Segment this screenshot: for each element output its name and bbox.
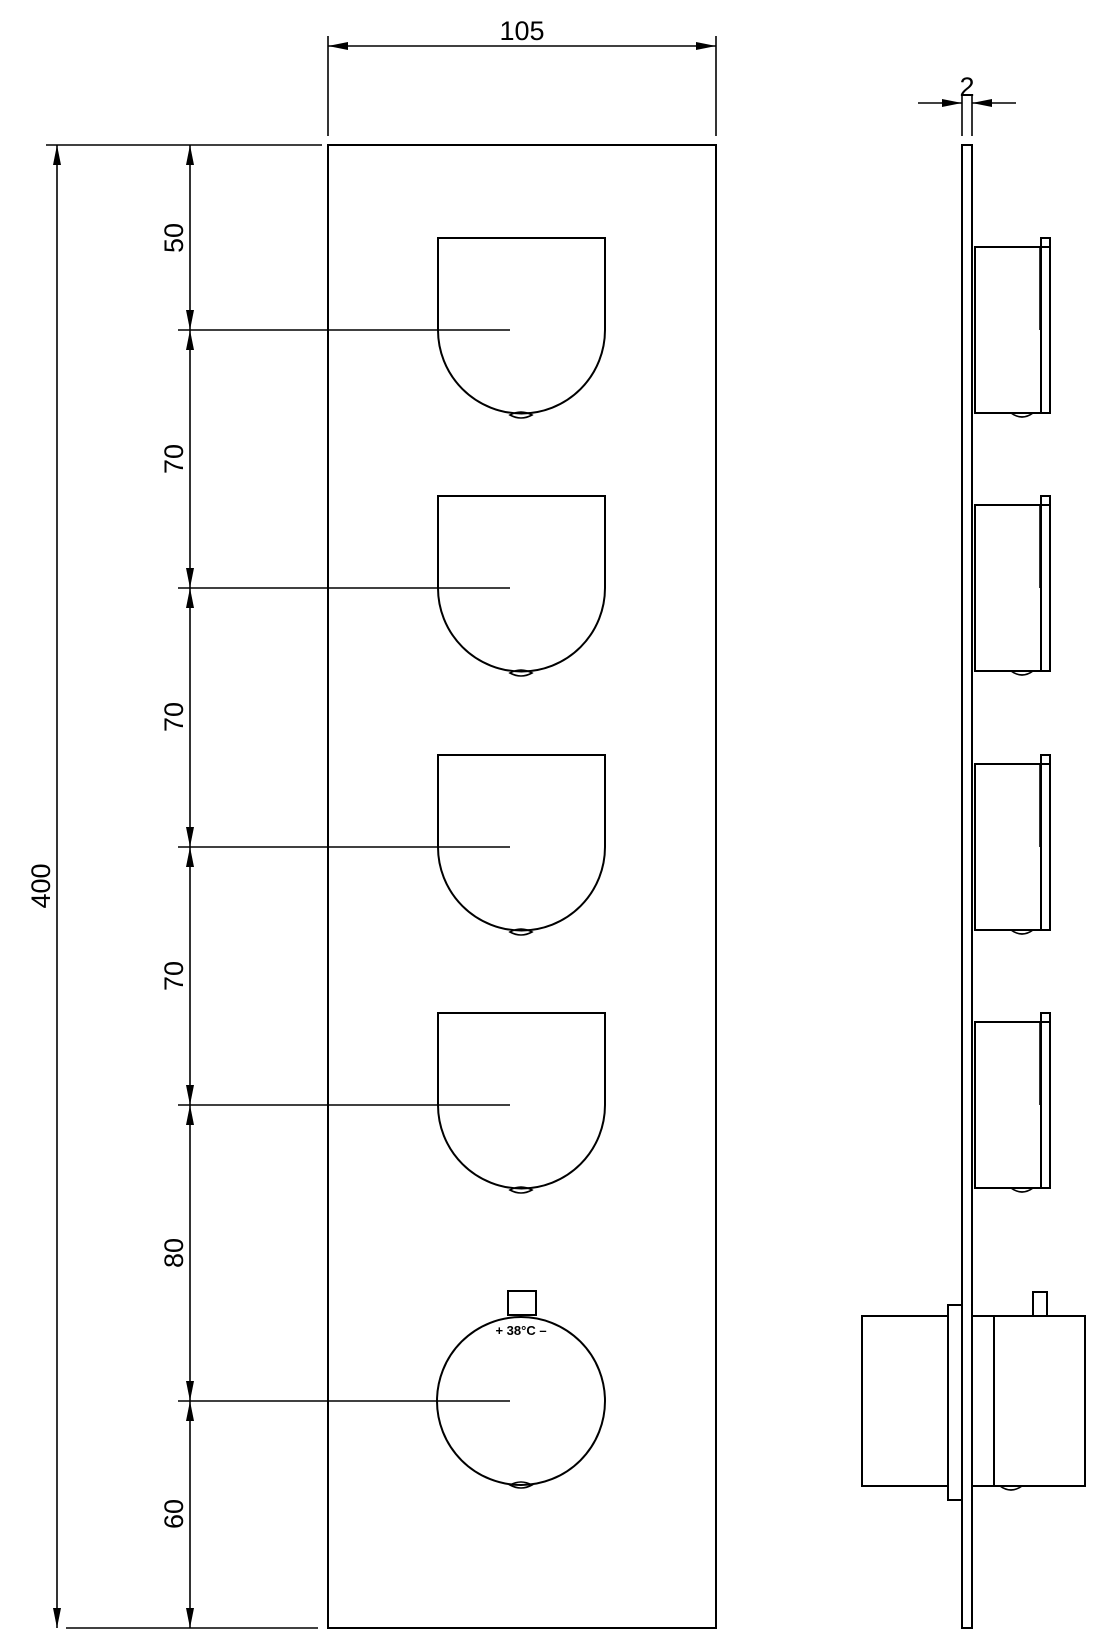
handle-4 [437,1012,606,1194]
segment-dimension-label: 70 [159,702,189,732]
side-handle-3 [974,754,1051,935]
handle-1 [437,237,606,419]
width-dimension-label: 105 [499,16,544,46]
handle-2 [437,495,606,677]
segment-dimension-label: 70 [159,961,189,991]
side-handle-4 [974,1012,1051,1193]
side-handle-2 [974,495,1051,676]
temperature-label: + 38°C – [495,1323,546,1338]
height-dimension-label: 400 [26,863,56,908]
cover-plate [327,144,717,1629]
depth-dimension-label: 2 [959,72,974,102]
width-dimension: 105 [327,16,717,136]
front-view: + 38°C – [327,144,717,1629]
depth-dimension: 2 [918,72,1016,136]
segment-dimension-label: 70 [159,444,189,474]
dimensions: 105 400 50 70 70 70 80 60 [26,16,1016,1629]
height-dimension: 400 [26,144,322,1629]
segment-dimensions: 50 70 70 70 80 60 [159,145,194,1628]
segment-dimension-label: 80 [159,1238,189,1268]
thermostat-indicator-tab [507,1290,537,1316]
thermostat-knob: + 38°C – [436,1290,606,1489]
handle-3 [437,754,606,936]
side-view [861,144,1086,1629]
side-thermostat [861,1291,1086,1501]
segment-dimension-label: 50 [159,223,189,253]
side-handle-1 [974,237,1051,418]
segment-dimension-label: 60 [159,1499,189,1529]
side-plate [961,144,973,1629]
